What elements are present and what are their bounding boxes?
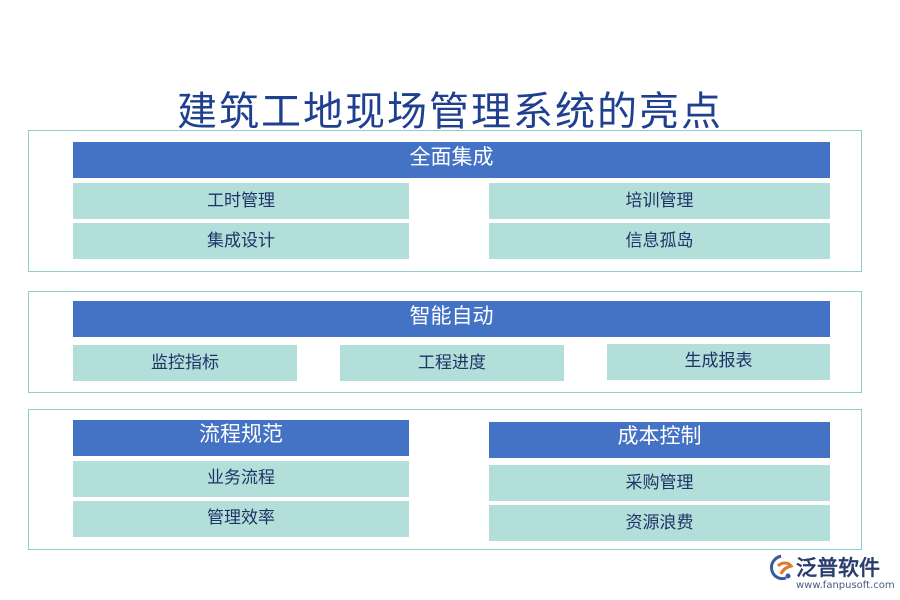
item-management-efficiency: 管理效率	[73, 501, 409, 537]
item-resource-waste: 资源浪费	[489, 505, 830, 541]
section-cost-header: 成本控制	[489, 422, 830, 458]
section-integration-header: 全面集成	[73, 142, 830, 178]
fanpu-logo: 泛普软件 www.fanpusoft.com	[768, 552, 895, 596]
logo-name: 泛普软件	[796, 556, 880, 580]
item-training-management: 培训管理	[489, 183, 830, 219]
item-integrated-design: 集成设计	[73, 223, 409, 259]
item-monitoring-metrics: 监控指标	[73, 345, 297, 381]
logo-url: www.fanpusoft.com	[796, 580, 895, 591]
item-business-process: 业务流程	[73, 461, 409, 497]
item-procurement-management: 采购管理	[489, 465, 830, 501]
section-automation-header: 智能自动	[73, 301, 830, 337]
section-process-header: 流程规范	[73, 420, 409, 456]
fanpu-logo-icon	[770, 554, 794, 581]
item-project-progress: 工程进度	[340, 345, 564, 381]
item-generate-reports: 生成报表	[607, 344, 830, 380]
page-title: 建筑工地现场管理系统的亮点	[177, 89, 723, 135]
item-work-hours: 工时管理	[73, 183, 409, 219]
item-information-silo: 信息孤岛	[489, 223, 830, 259]
